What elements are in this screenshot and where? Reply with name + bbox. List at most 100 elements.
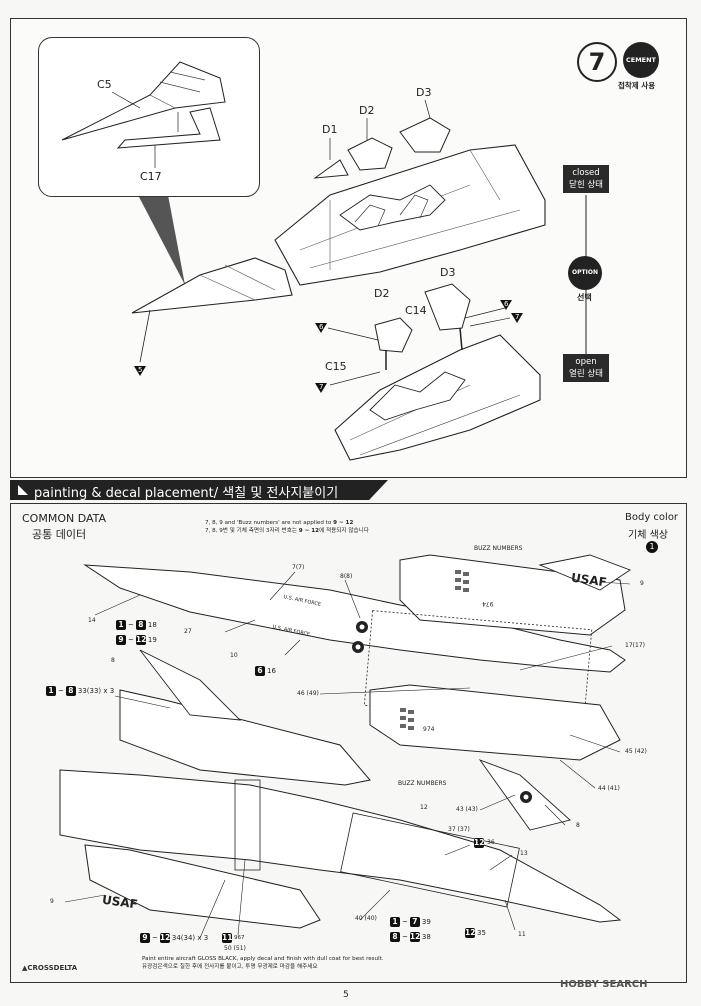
mark-1b: 1	[46, 686, 56, 696]
range-1-8-18: 1~ 8 18	[116, 620, 157, 630]
callout-33: 33(33) x 3	[77, 687, 115, 695]
callout-19: 19	[147, 636, 157, 644]
open-label: open	[575, 357, 597, 367]
note-en-range: 9 ~ 12	[333, 520, 354, 526]
callout-9-bottom: 9	[50, 898, 54, 905]
footer-note-en: Paint entire aircraft GLOSS BLACK, apply…	[142, 956, 384, 962]
option-icon: OPTION	[568, 256, 602, 290]
body-color-label: Body color	[625, 512, 679, 523]
callout-9-top: 9	[640, 580, 644, 587]
callout-44: 44 (41)	[598, 785, 620, 792]
callout-8-right: 8	[576, 822, 580, 829]
note-ko-end: 에 적용되지 않습니다	[319, 528, 369, 534]
callout-16: 16	[267, 667, 276, 675]
serial-marking-2: 974	[423, 726, 435, 733]
mark-12d: 12	[465, 928, 476, 938]
mark-9b: 9	[140, 933, 150, 943]
section-title: painting & decal placement/ 색칠 및 전사지붙이기	[34, 486, 339, 501]
step-number: 7	[577, 42, 617, 82]
decal-note: 7, 8, 9 and 'Buzz numbers' are not appli…	[205, 519, 369, 535]
mark-12b: 12	[159, 933, 171, 943]
callout-12: 12	[420, 804, 428, 811]
cement-caption: 접착제 사용	[618, 81, 656, 90]
ref-mark-7a: 7	[319, 383, 324, 391]
footer-note: Paint entire aircraft GLOSS BLACK, apply…	[142, 955, 384, 971]
ref-mark-6a: 6	[319, 323, 324, 331]
callout-18: 18	[147, 621, 157, 629]
section-header: painting & decal placement/ 색칠 및 전사지붙이기	[10, 480, 388, 500]
roundel-right	[520, 791, 532, 803]
callout-967: 967	[234, 935, 245, 941]
watermark: HOBBY SEARCH	[560, 979, 648, 990]
callout-27: 27	[184, 628, 192, 635]
body-color-mark: 1	[646, 541, 658, 553]
callout-46: 46 (49)	[297, 690, 319, 697]
callout-11: 11	[518, 931, 526, 938]
part-label-c17: C17	[140, 170, 162, 183]
part-label-d2-open: D2	[374, 287, 390, 300]
buzz-numbers-top: BUZZ NUMBERS	[474, 545, 523, 552]
closed-label-ko: 닫힌 상태	[569, 180, 603, 190]
range-1-8-33: 1~ 8 33(33) x 3	[46, 686, 114, 696]
mark-1: 1	[116, 620, 126, 630]
common-data-title: COMMON DATA	[22, 512, 107, 525]
ref-mark-6b: 6	[504, 300, 509, 308]
canopy-d1	[313, 159, 349, 179]
nose-detail-inset	[38, 37, 260, 197]
callout-8-top: 8(8)	[340, 573, 353, 580]
mark-8c: 8	[390, 932, 400, 942]
part-label-d2: D2	[359, 104, 375, 117]
common-data-title-ko: 공통 데이터	[32, 528, 87, 541]
part-label-d1: D1	[322, 123, 338, 136]
aircraft-side-view	[83, 564, 626, 673]
cement-icon: CEMENT	[623, 42, 659, 78]
mark-1c: 1	[390, 917, 400, 927]
canopy-d3	[399, 117, 451, 153]
cockpit-open	[369, 371, 466, 421]
canopy-d3-open	[424, 283, 471, 331]
mark-11: 11	[222, 933, 233, 943]
callout-14: 14	[88, 617, 96, 624]
mark-8b: 8	[65, 686, 76, 696]
aircraft-underside-view	[59, 769, 622, 923]
callout-39: 39	[421, 918, 431, 926]
option-caption: 선택	[577, 293, 592, 302]
callout-34: 34(34) x 3	[171, 934, 209, 942]
canopy-d2-open	[374, 317, 413, 353]
brand-name: CROSSDELTA	[27, 964, 78, 972]
canopy-d2	[347, 137, 393, 171]
part-label-d3-open: D3	[440, 266, 456, 279]
ref-mark-7b: 7	[515, 313, 520, 321]
callout-8-left: 8	[111, 657, 115, 664]
callout-35: 35	[477, 929, 486, 937]
range-11-967: 11 967	[222, 933, 245, 943]
roundel-mid	[352, 641, 364, 653]
part-label-d3: D3	[416, 86, 432, 99]
range-12-35: 12 35	[465, 928, 486, 938]
callout-45: 45 (42)	[625, 748, 647, 755]
triangle-icon	[18, 485, 28, 495]
buzz-numbers-bottom: BUZZ NUMBERS	[398, 780, 447, 787]
callout-38: 38	[421, 933, 431, 941]
mark-8: 8	[135, 620, 146, 630]
serial-marking-1: 974	[482, 600, 494, 607]
note-en: 7, 8, 9 and 'Buzz numbers' are not appli…	[205, 520, 332, 526]
mark-12e: 12	[474, 838, 485, 848]
mark-9: 9	[116, 635, 126, 645]
range-9-12-19: 9~ 12 19	[116, 635, 157, 645]
note-ko: 7, 8, 9번 및 기체 측면의 3자리 번호는	[205, 528, 297, 534]
callout-10: 10	[230, 652, 238, 659]
part-label-c14: C14	[405, 304, 427, 317]
closed-label: closed	[572, 168, 600, 178]
body-color-label-ko: 기체 색상	[628, 530, 668, 541]
callout-7: 7(7)	[292, 564, 305, 571]
range-6-16: 6 16	[255, 666, 276, 676]
note-ko-range: 9 ~ 12	[298, 528, 320, 534]
callout-36: 36	[487, 839, 495, 846]
mark-12c: 12	[409, 932, 421, 942]
footer-note-ko: 유광검은색으로 칠한 후에 전사지를 붙이고, 투명 무광제로 마감을 해주세요	[142, 964, 318, 970]
callout-50: 50 (51)	[224, 945, 246, 952]
range-12-36: 12	[474, 838, 484, 848]
